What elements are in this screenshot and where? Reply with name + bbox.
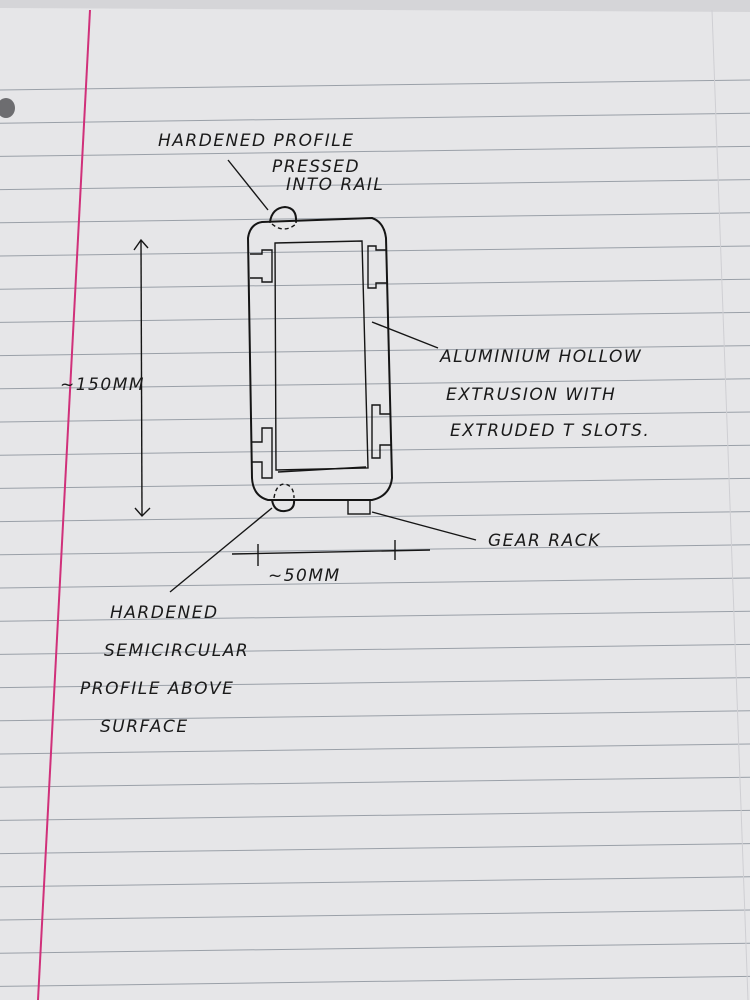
gear-rack [347, 499, 371, 515]
hardened-profile-top-hidden [271, 223, 297, 230]
label-line: HARDENED PROFILE [158, 131, 354, 151]
ruled-line [0, 677, 750, 689]
inner-base-stroke [277, 466, 367, 473]
ruled-line [0, 145, 750, 157]
ruled-line [0, 876, 750, 888]
inner-hollow [274, 240, 369, 471]
label-line: ALUMINIUM HOLLOW [439, 347, 642, 367]
ruled-line [0, 710, 750, 722]
label-line: SURFACE [100, 717, 189, 737]
leader-top [227, 159, 269, 211]
t-slot-lower-left [252, 427, 273, 479]
ruled-line [0, 743, 750, 755]
label-line: INTO RAIL [286, 175, 384, 195]
ruled-line [0, 975, 750, 987]
ruled-line [0, 311, 750, 323]
ruled-line [0, 942, 750, 954]
ruled-line [0, 411, 750, 423]
ruled-line [0, 643, 750, 655]
ruled-line [0, 378, 750, 390]
ruled-line [0, 843, 750, 855]
paper-top-edge [0, 0, 750, 12]
ruled-line [0, 776, 750, 788]
label-line: EXTRUSION WITH [446, 385, 616, 405]
punch-hole [0, 98, 15, 118]
leader-extrusion [371, 321, 439, 349]
leader-bottom [169, 507, 273, 593]
t-slot-upper-left [250, 249, 273, 283]
ruled-line [0, 477, 750, 489]
paper-fold-line [711, 9, 749, 1000]
ruled-line [0, 245, 750, 257]
ruled-line [0, 79, 750, 91]
label-line: SEMICIRCULAR [104, 641, 249, 661]
hardened-profile-bottom-hidden [273, 483, 295, 499]
leader-gear [371, 511, 477, 541]
ruled-line [0, 511, 750, 523]
label-line: PRESSED [272, 157, 360, 177]
label-aluminium-extrusion: ALUMINIUM HOLLOW EXTRUSION WITH EXTRUDED… [439, 347, 650, 441]
ruled-line [0, 112, 750, 124]
label-line: PROFILE ABOVE [80, 679, 234, 699]
label-gear-rack: GEAR RACK [488, 531, 601, 551]
t-slot-upper-right [367, 245, 388, 289]
ruled-line [0, 544, 750, 556]
hardened-profile-bottom [271, 499, 296, 513]
label-width: ~50MM [268, 566, 341, 586]
margin-line [37, 9, 91, 1000]
width-dimension [231, 540, 431, 566]
ruled-line [0, 610, 750, 622]
extrusion-cross-section [247, 206, 393, 515]
ruled-lines [0, 79, 750, 987]
ruled-line [0, 179, 750, 191]
ruled-line [0, 444, 750, 456]
outer-profile [247, 217, 393, 501]
ruled-line [0, 278, 750, 290]
ruled-line [0, 909, 750, 921]
height-dimension [133, 238, 151, 518]
label-height: ~150MM [60, 375, 145, 395]
ruled-line [0, 345, 750, 357]
label-hardened-profile-top: HARDENED PROFILE PRESSED INTO RAIL [158, 131, 384, 195]
label-line: HARDENED [110, 603, 219, 623]
ruled-line [0, 577, 750, 589]
ruled-line [0, 212, 750, 224]
t-slot-lower-right [371, 404, 392, 459]
ruled-line [0, 809, 750, 821]
hardened-profile-top [269, 206, 298, 223]
label-hardened-semicircular: HARDENED SEMICIRCULAR PROFILE ABOVE SURF… [80, 603, 249, 737]
label-line: EXTRUDED T SLOTS. [450, 421, 650, 441]
